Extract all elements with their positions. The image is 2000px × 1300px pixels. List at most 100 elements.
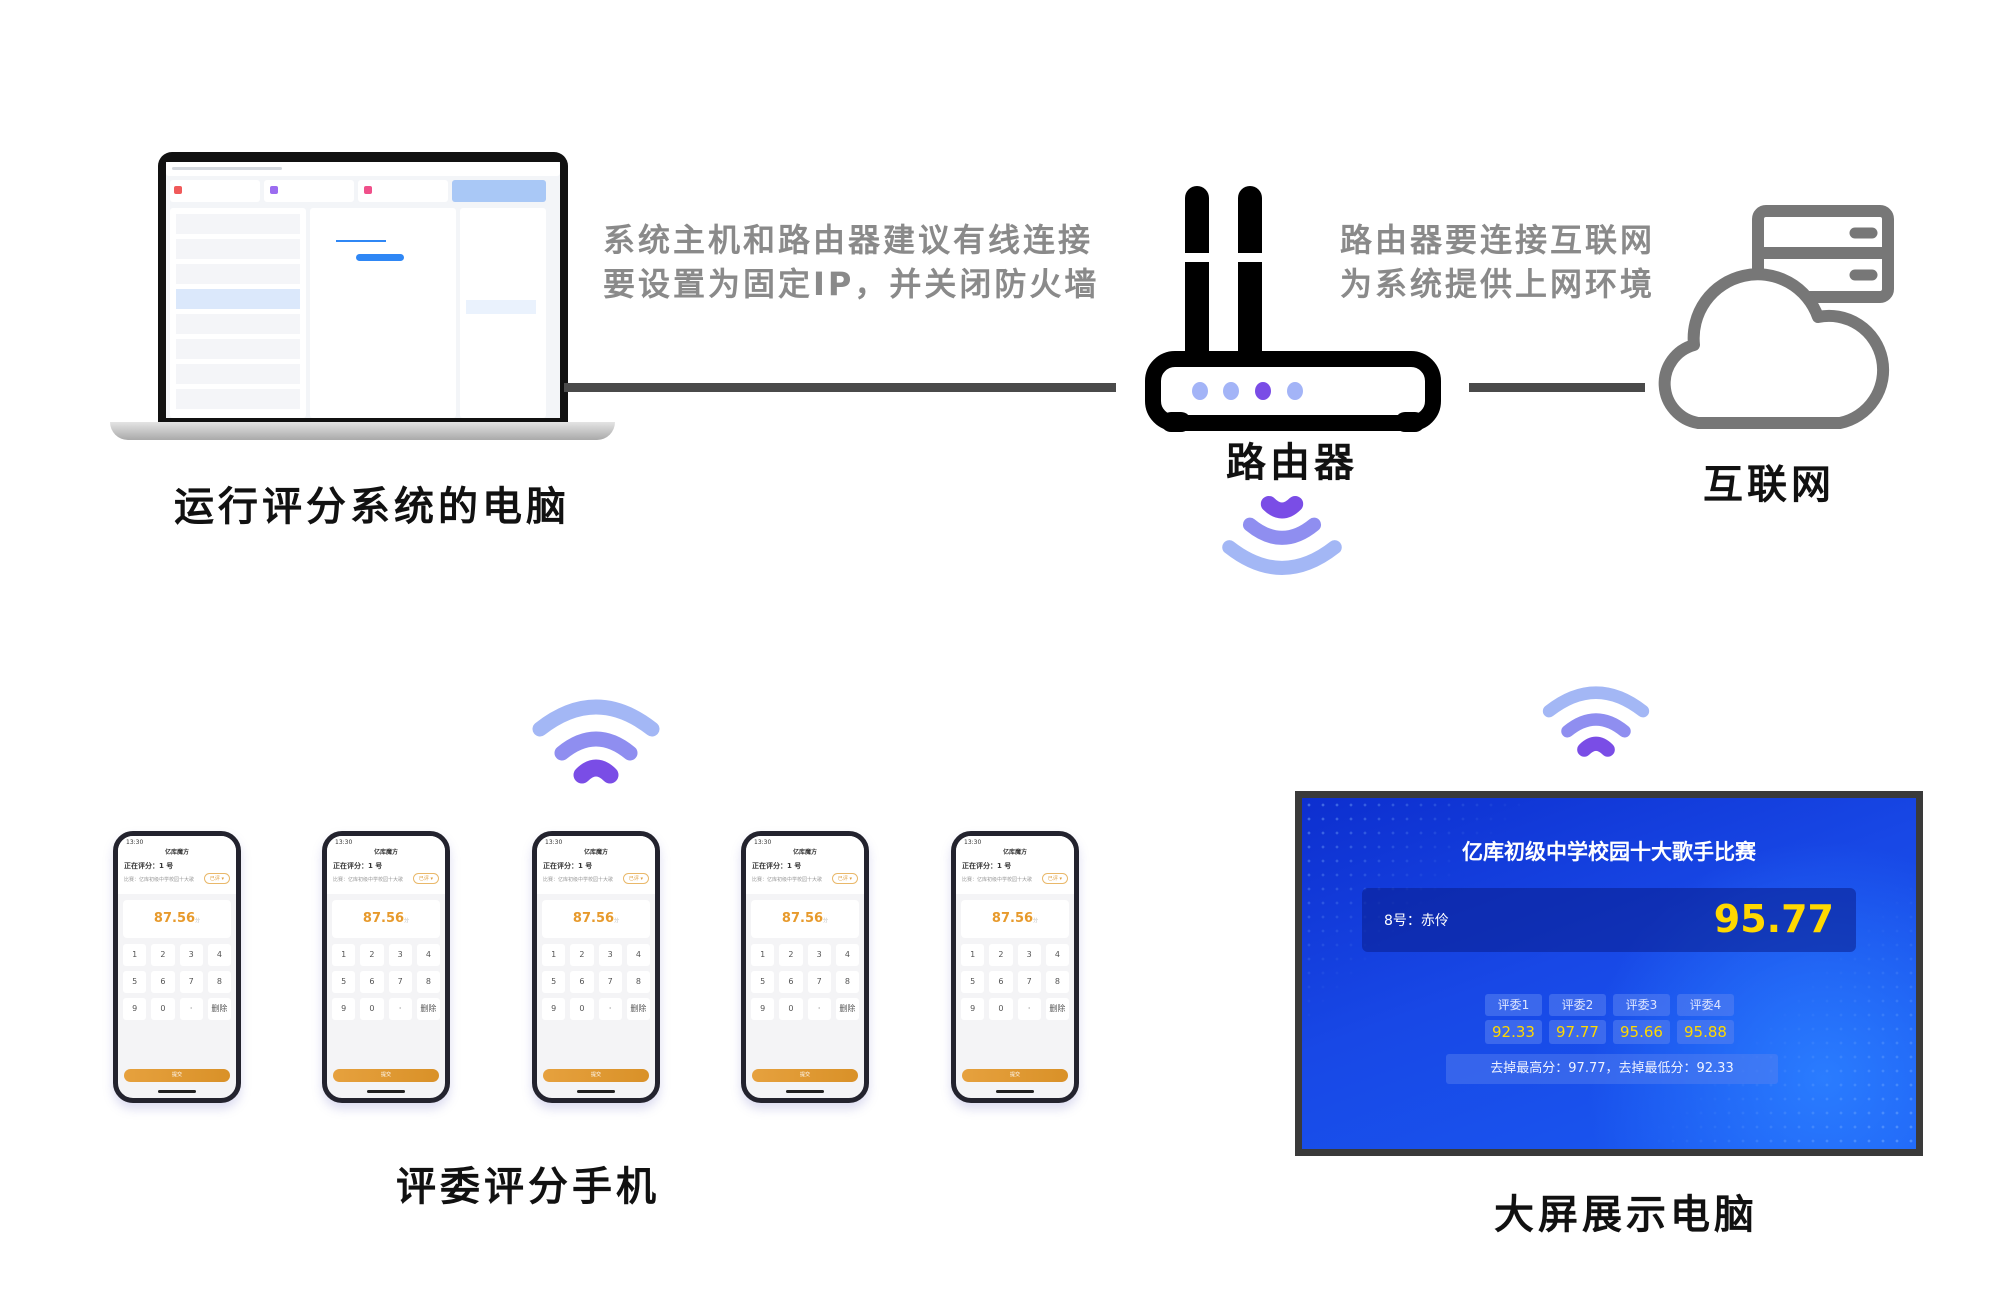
judge-phone: 13:30 亿库魔方 正在评分：1 号 比赛：亿库初级中学校园十大歌... 已评… (951, 831, 1079, 1103)
keypad-key[interactable]: 0 (570, 998, 594, 1020)
keypad-key[interactable]: 1 (751, 944, 775, 966)
keypad-key[interactable]: 4 (207, 944, 231, 966)
score-display: 87.56分 (542, 900, 650, 938)
score-unit: 分 (614, 918, 620, 924)
keypad-key[interactable]: 6 (360, 971, 384, 993)
score-display: 87.56分 (961, 900, 1069, 938)
submit-button[interactable]: 提交 (124, 1069, 230, 1082)
status-dropdown[interactable]: 已评 ▾ (622, 873, 649, 884)
judge-scores: 评委1 评委2 评委3 评委4 92.33 97.77 95.66 95.88 (1485, 994, 1734, 1044)
keypad-key[interactable]: 6 (779, 971, 803, 993)
keypad-key[interactable]: 5 (542, 971, 566, 993)
keypad-key[interactable]: 删除 (835, 998, 859, 1020)
keypad-key[interactable]: 9 (542, 998, 566, 1020)
keypad-key[interactable]: 5 (961, 971, 985, 993)
keypad-key[interactable]: 0 (151, 998, 175, 1020)
submit-button[interactable]: 提交 (543, 1069, 649, 1082)
cloud-server-icon (1658, 205, 1894, 429)
keypad-key[interactable]: 3 (807, 944, 831, 966)
keypad-key[interactable]: 8 (835, 971, 859, 993)
status-time: 13:30 (335, 839, 353, 846)
keypad-key[interactable]: 7 (1017, 971, 1041, 993)
keypad-key[interactable]: 5 (751, 971, 775, 993)
status-dropdown[interactable]: 已评 ▾ (412, 873, 439, 884)
keypad-key[interactable]: 1 (123, 944, 147, 966)
keypad-key[interactable]: 4 (1045, 944, 1069, 966)
keypad-key[interactable]: 7 (388, 971, 412, 993)
status-dropdown[interactable]: 已评 ▾ (831, 873, 858, 884)
keypad-key[interactable]: 2 (570, 944, 594, 966)
keypad-key[interactable]: 4 (835, 944, 859, 966)
keypad-key[interactable]: 1 (332, 944, 356, 966)
note-host-router: 系统主机和路由器建议有线连接 要设置为固定IP，并关闭防火墙 (603, 218, 1099, 306)
wired-connection-router-internet (1469, 383, 1645, 392)
keypad-key[interactable]: 删除 (1045, 998, 1069, 1020)
keypad-key[interactable]: 2 (151, 944, 175, 966)
keypad-key[interactable]: 0 (360, 998, 384, 1020)
laptop-label: 运行评分系统的电脑 (174, 484, 570, 530)
wifi-icon-router (1222, 495, 1342, 575)
keypad-key[interactable]: 4 (416, 944, 440, 966)
keypad-key[interactable]: 6 (151, 971, 175, 993)
score-display: 87.56分 (123, 900, 231, 938)
keypad-key[interactable]: 9 (961, 998, 985, 1020)
display-title: 亿库初级中学校园十大歌手比赛 (1462, 840, 1756, 864)
judge-phone: 13:30 亿库魔方 正在评分：1 号 比赛：亿库初级中学校园十大歌... 已评… (532, 831, 660, 1103)
note-line: 路由器要连接互联网 (1340, 221, 1656, 259)
keypad-key[interactable]: 4 (626, 944, 650, 966)
keypad-key[interactable]: · (807, 998, 831, 1020)
keypad-key[interactable]: 3 (1017, 944, 1041, 966)
keypad-key[interactable]: 1 (542, 944, 566, 966)
keypad-key[interactable]: 3 (598, 944, 622, 966)
status-dropdown[interactable]: 已评 ▾ (203, 873, 230, 884)
keypad-key[interactable]: 1 (961, 944, 985, 966)
keypad-key[interactable]: 8 (207, 971, 231, 993)
keypad-key[interactable]: 0 (989, 998, 1013, 1020)
keypad-key[interactable]: 5 (123, 971, 147, 993)
keypad-key[interactable]: 8 (1045, 971, 1069, 993)
scoring-title: 正在评分：1 号 (124, 862, 174, 870)
keypad-key[interactable]: 5 (332, 971, 356, 993)
home-indicator (577, 1090, 615, 1093)
keypad-key[interactable]: 2 (360, 944, 384, 966)
home-indicator (996, 1090, 1034, 1093)
submit-button[interactable]: 提交 (752, 1069, 858, 1082)
submit-button[interactable]: 提交 (962, 1069, 1068, 1082)
keypad-key[interactable]: · (179, 998, 203, 1020)
submit-button[interactable]: 提交 (333, 1069, 439, 1082)
keypad-key[interactable]: 8 (416, 971, 440, 993)
keypad-key[interactable]: 0 (779, 998, 803, 1020)
keypad-key[interactable]: 删除 (416, 998, 440, 1020)
keypad-key[interactable]: 6 (570, 971, 594, 993)
keypad-key[interactable]: 9 (751, 998, 775, 1020)
router-label: 路由器 (1226, 440, 1358, 486)
keypad-key[interactable]: · (388, 998, 412, 1020)
keypad-key[interactable]: 删除 (626, 998, 650, 1020)
keypad-key[interactable]: 9 (123, 998, 147, 1020)
judge-score: 95.66 (1613, 1020, 1670, 1044)
keypad-key[interactable]: 3 (388, 944, 412, 966)
score-unit: 分 (195, 918, 201, 924)
status-time: 13:30 (126, 839, 144, 846)
keypad-key[interactable]: 3 (179, 944, 203, 966)
keypad-key[interactable]: 2 (989, 944, 1013, 966)
judge-label: 评委3 (1613, 994, 1670, 1016)
keypad-key[interactable]: · (1017, 998, 1041, 1020)
keypad-key[interactable]: 7 (179, 971, 203, 993)
app-title: 亿库魔方 (164, 849, 189, 856)
keypad-key[interactable]: 8 (626, 971, 650, 993)
keypad-key[interactable]: · (598, 998, 622, 1020)
keypad-key[interactable]: 9 (332, 998, 356, 1020)
status-dropdown[interactable]: 已评 ▾ (1041, 873, 1068, 884)
judge-score: 92.33 (1485, 1020, 1542, 1044)
keypad-key[interactable]: 7 (807, 971, 831, 993)
contest-name: 比赛：亿库初级中学校园十大歌... (333, 877, 403, 883)
keypad-key[interactable]: 2 (779, 944, 803, 966)
score-display: 87.56分 (332, 900, 440, 938)
keypad-key[interactable]: 删除 (207, 998, 231, 1020)
keypad-key[interactable]: 6 (989, 971, 1013, 993)
score-value: 87.56 (781, 911, 824, 926)
keypad-key[interactable]: 7 (598, 971, 622, 993)
